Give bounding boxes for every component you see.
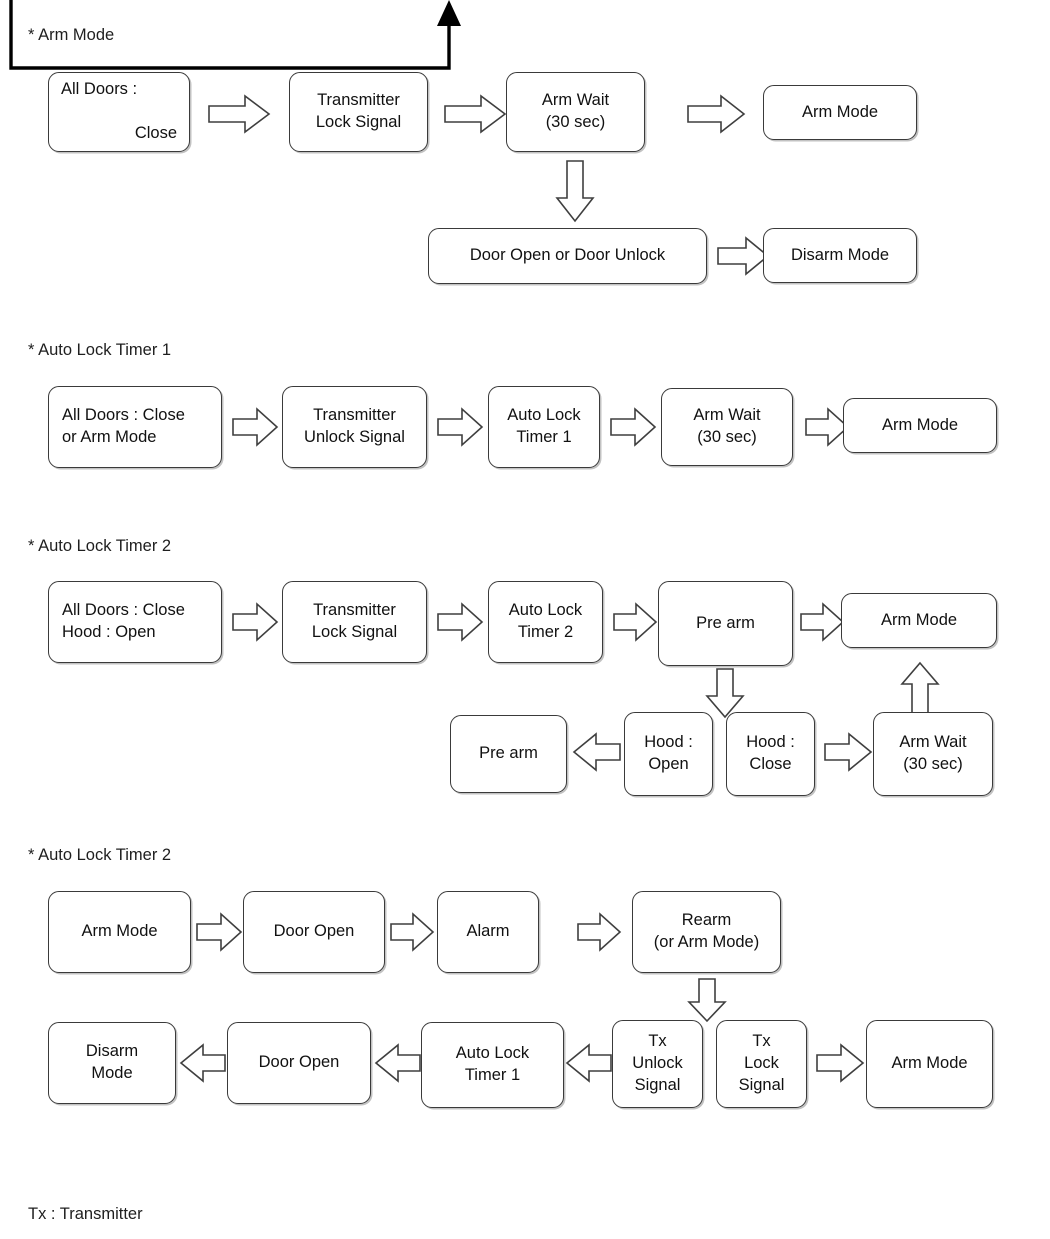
arrow-right-icon [824,732,873,772]
node-door-open-or-door-unlock: Door Open or Door Unlock [428,228,707,284]
node-arm-mode: Arm Mode [763,85,917,140]
node-auto-lock-timer-1: Auto Lock Timer 1 [488,386,600,468]
legend-tx-transmitter: Tx : Transmitter [28,1205,143,1223]
node-arm-wait: Arm Wait (30 sec) [661,388,793,466]
node-arm-wait: Arm Wait (30 sec) [506,72,645,152]
arrow-left-icon [374,1043,421,1083]
node-pre-arm: Pre arm [658,581,793,666]
node-disarm-mode: Disarm Mode [48,1022,176,1104]
arrow-right-icon [437,602,484,642]
arrow-right-icon [437,407,484,447]
arrow-left-icon [179,1043,226,1083]
node-tx-lock-signal: Tx Lock Signal [716,1020,807,1108]
section-header-auto-lock-timer-2-b: * Auto Lock Timer 2 [28,846,172,864]
arrow-right-icon [232,407,279,447]
node-transmitter-unlock-signal: Transmitter Unlock Signal [282,386,427,468]
node-auto-lock-timer-2: Auto Lock Timer 2 [488,581,603,663]
arrow-left-icon [572,732,621,772]
arrow-down-icon [555,160,595,223]
arrow-right-icon [610,407,657,447]
node-disarm-mode: Disarm Mode [763,228,917,283]
node-arm-mode-loop-target: Arm Mode [866,1020,993,1108]
arrow-right-icon [687,94,746,134]
section-header-auto-lock-timer-2-a: * Auto Lock Timer 2 [28,537,172,555]
arrow-right-icon [444,94,507,134]
arrow-right-icon [717,236,770,276]
node-transmitter-lock-signal: Transmitter Lock Signal [282,581,427,663]
node-arm-wait-lower: Arm Wait (30 sec) [873,712,993,796]
arrow-right-icon [613,602,658,642]
section-header-arm-mode: * Arm Mode [28,26,115,44]
arrow-down-icon [687,978,727,1023]
node-line-b: Close [134,123,177,142]
arrow-up-icon [900,661,940,714]
node-door-open-lower: Door Open [227,1022,371,1104]
arrow-right-icon [232,602,279,642]
node-all-doors-close-hood-open: All Doors : Close Hood : Open [48,581,222,663]
feedback-loop-connector [0,0,1050,80]
node-arm-mode: Arm Mode [48,891,191,973]
arrow-right-icon [208,94,271,134]
arrow-right-icon [577,912,622,952]
section-header-auto-lock-timer-1: * Auto Lock Timer 1 [28,341,172,359]
node-tx-unlock-signal: Tx Unlock Signal [612,1020,703,1108]
node-rearm-or-arm-mode: Rearm (or Arm Mode) [632,891,781,973]
node-arm-mode: Arm Mode [841,593,997,648]
node-alarm: Alarm [437,891,539,973]
node-all-doors-close: All Doors : Close [48,72,190,152]
node-transmitter-lock-signal: Transmitter Lock Signal [289,72,428,152]
node-all-doors-close-or-arm-mode: All Doors : Close or Arm Mode [48,386,222,468]
arrow-right-icon [390,912,435,952]
node-pre-arm-lower: Pre arm [450,715,567,793]
node-door-open: Door Open [243,891,385,973]
arrow-right-icon [816,1043,865,1083]
node-hood-open: Hood : Open [624,712,713,796]
node-line-a: All Doors : [61,80,138,99]
arrow-right-icon [196,912,243,952]
node-arm-mode: Arm Mode [843,398,997,453]
arrow-right-icon [800,602,845,642]
node-hood-close: Hood : Close [726,712,815,796]
arrow-down-icon [705,668,745,719]
arrow-left-icon [565,1043,612,1083]
node-auto-lock-timer-1: Auto Lock Timer 1 [421,1022,564,1108]
